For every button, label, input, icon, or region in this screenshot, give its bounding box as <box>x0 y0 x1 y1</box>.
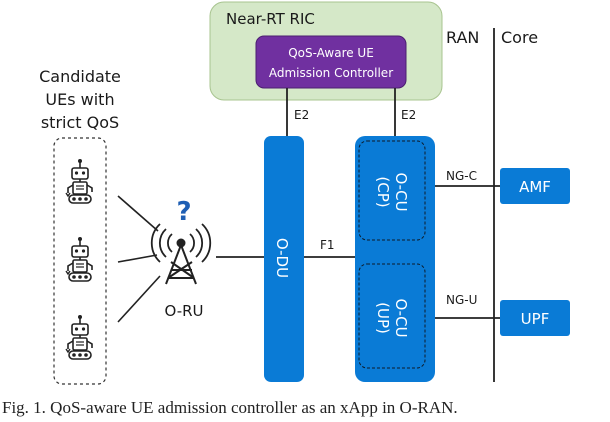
ue2-link <box>117 254 158 263</box>
ue1-link <box>117 195 159 232</box>
ran-domain-label: RAN <box>446 28 479 47</box>
ue3-link <box>117 275 161 323</box>
near-rt-ric-title: Near-RT RIC <box>226 10 315 28</box>
o-cu-up-box <box>358 263 426 369</box>
o-cu-cp-box <box>358 140 426 241</box>
robot-icon <box>65 236 93 282</box>
e2-du-label: E2 <box>294 108 309 122</box>
amf-label: AMF <box>519 178 551 196</box>
o-cu-box <box>355 136 435 382</box>
radio-tower-icon <box>150 223 212 285</box>
o-cu-cp-line2: (CP) <box>374 176 392 207</box>
ue-group-label-line2: UEs with <box>45 90 114 109</box>
ue-group-label-line3: strict QoS <box>41 113 119 132</box>
ue-group-box <box>53 137 107 385</box>
amf-box <box>500 168 570 204</box>
robot-icon <box>65 314 93 360</box>
e2-cu-label: E2 <box>401 108 416 122</box>
admission-controller-box <box>255 35 407 89</box>
admission-controller-line2: Admission Controller <box>269 66 393 80</box>
ue-group-label-line1: Candidate <box>39 67 121 86</box>
o-cu-up-line1: O-CU <box>392 298 410 337</box>
admission-controller-line1: QoS-Aware UE <box>288 46 374 60</box>
f1-label: F1 <box>320 238 335 252</box>
o-ru-label: O-RU <box>164 302 203 320</box>
ngu-label: NG-U <box>446 293 477 307</box>
o-du-label: O-DU <box>273 238 291 278</box>
question-mark: ? <box>176 197 191 227</box>
o-du-box <box>264 136 304 382</box>
figure-caption-text: Fig. 1. QoS-aware UE admission controlle… <box>2 398 458 417</box>
o-cu-cp-line1: O-CU <box>392 172 410 211</box>
o-cu-up-line2: (UP) <box>374 302 392 334</box>
upf-label: UPF <box>521 310 550 328</box>
figure-caption: Fig. 1. QoS-aware UE admission controlle… <box>0 398 610 422</box>
upf-box <box>500 300 570 336</box>
core-domain-label: Core <box>501 28 538 47</box>
robot-icon <box>65 158 93 204</box>
ngc-label: NG-C <box>446 169 477 183</box>
